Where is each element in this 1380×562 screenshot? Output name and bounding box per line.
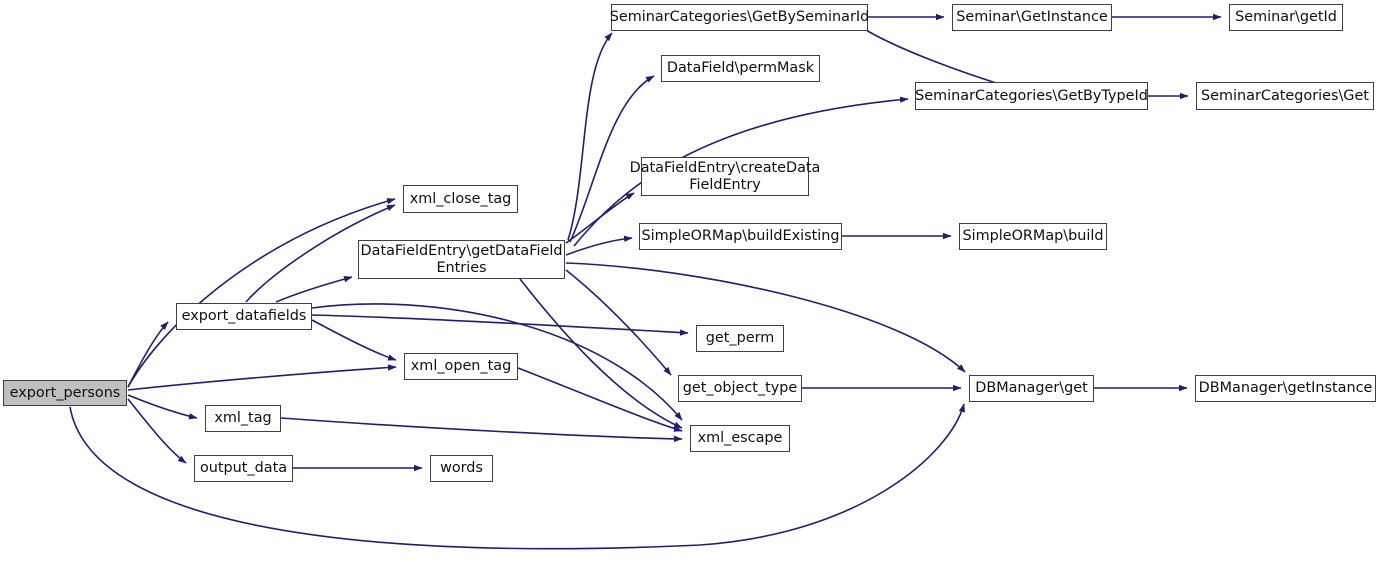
node-words[interactable]: words — [430, 455, 493, 482]
node-datafieldentry-getdatafieldentries[interactable]: DataFieldEntry\getDataField Entries — [358, 240, 565, 279]
node-label: xml_tag — [214, 410, 272, 427]
edge-export_persons-xml_open_tag — [127, 364, 397, 391]
edge-getDataFieldEntries-DBManager_get — [565, 262, 966, 373]
node-label: Seminar\getId — [1235, 9, 1337, 26]
edge-GetBySeminarId-GetByTypeId — [865, 29, 1013, 89]
node-simpleormap-build[interactable]: SimpleORMap\build — [959, 223, 1107, 250]
node-xml-escape[interactable]: xml_escape — [690, 425, 790, 452]
node-label: xml_open_tag — [410, 358, 512, 375]
node-seminar-getid[interactable]: Seminar\getId — [1229, 4, 1343, 31]
edge-getDataFieldEntries-createDataFieldEntry — [565, 192, 635, 244]
node-simpleormap-buildexisting[interactable]: SimpleORMap\buildExisting — [639, 223, 842, 250]
edge-export_datafields-getDataFieldEntries — [275, 276, 353, 303]
node-label: get_object_type — [682, 380, 798, 397]
node-label: DBManager\get — [975, 380, 1088, 397]
node-dbmanager-getinstance[interactable]: DBManager\getInstance — [1195, 375, 1376, 402]
node-label: export_persons — [9, 384, 121, 401]
edge-export_persons-xml_tag — [127, 394, 198, 420]
node-seminar-getinstance[interactable]: Seminar\GetInstance — [952, 4, 1112, 31]
node-label: words — [440, 460, 483, 477]
node-label: get_perm — [705, 330, 775, 347]
node-datafieldentry-createdatafieldentry[interactable]: DataFieldEntry\createData FieldEntry — [630, 157, 820, 196]
edge-export_datafields-get_perm — [311, 314, 689, 336]
node-label: DataFieldEntry\getDataField Entries — [360, 243, 563, 276]
node-label: xml_close_tag — [409, 190, 512, 207]
edge-getDataFieldEntries-GetBySeminarId — [567, 32, 613, 241]
node-label: output_data — [199, 460, 288, 477]
node-xml-open-tag[interactable]: xml_open_tag — [404, 353, 518, 380]
edge-export_datafields-xml_open_tag — [311, 319, 397, 361]
node-output-data[interactable]: output_data — [194, 455, 293, 482]
edge-getDataFieldEntries-buildExisting — [565, 235, 633, 256]
node-xml-close-tag[interactable]: xml_close_tag — [403, 185, 518, 213]
node-datafield-permmask[interactable]: DataField\permMask — [661, 55, 820, 82]
node-label: DataField\permMask — [666, 60, 815, 77]
node-label: DataFieldEntry\createData FieldEntry — [629, 160, 821, 193]
node-label: SeminarCategories\GetBySeminarId — [609, 9, 870, 26]
node-label: SeminarCategories\GetByTypeId — [915, 87, 1148, 104]
edge-export_persons-output_data — [127, 398, 187, 464]
node-export-persons[interactable]: export_persons — [3, 380, 127, 406]
node-seminarcategories-getbytypeid[interactable]: SeminarCategories\GetByTypeId — [915, 82, 1148, 110]
edge-export_persons-xml_close_tag — [127, 198, 396, 388]
node-get-object-type[interactable]: get_object_type — [678, 375, 802, 402]
edge-getDataFieldEntries-xml_escape — [519, 278, 683, 429]
node-xml-tag[interactable]: xml_tag — [205, 405, 281, 432]
node-label: xml_escape — [697, 430, 783, 447]
node-seminarcategories-get[interactable]: SeminarCategories\Get — [1196, 82, 1374, 110]
node-label: Seminar\GetInstance — [956, 9, 1108, 26]
edge-xml_open_tag-xml_escape — [517, 367, 683, 432]
edge-export_persons-export_datafields — [127, 321, 169, 388]
node-label: SeminarCategories\Get — [1201, 87, 1369, 104]
edge-getDataFieldEntries-get_object_type — [565, 269, 672, 376]
node-label: DBManager\getInstance — [1198, 380, 1373, 397]
node-label: SimpleORMap\buildExisting — [641, 228, 840, 245]
node-get-perm[interactable]: get_perm — [696, 325, 784, 352]
node-export-datafields[interactable]: export_datafields — [176, 303, 312, 330]
node-seminarcategories-getbyseminarid[interactable]: SeminarCategories\GetBySeminarId — [610, 4, 869, 31]
edge-xml_tag-xml_escape — [280, 417, 683, 443]
node-label: SimpleORMap\build — [962, 228, 1104, 245]
node-dbmanager-get[interactable]: DBManager\get — [969, 375, 1094, 402]
node-label: export_datafields — [181, 308, 307, 325]
